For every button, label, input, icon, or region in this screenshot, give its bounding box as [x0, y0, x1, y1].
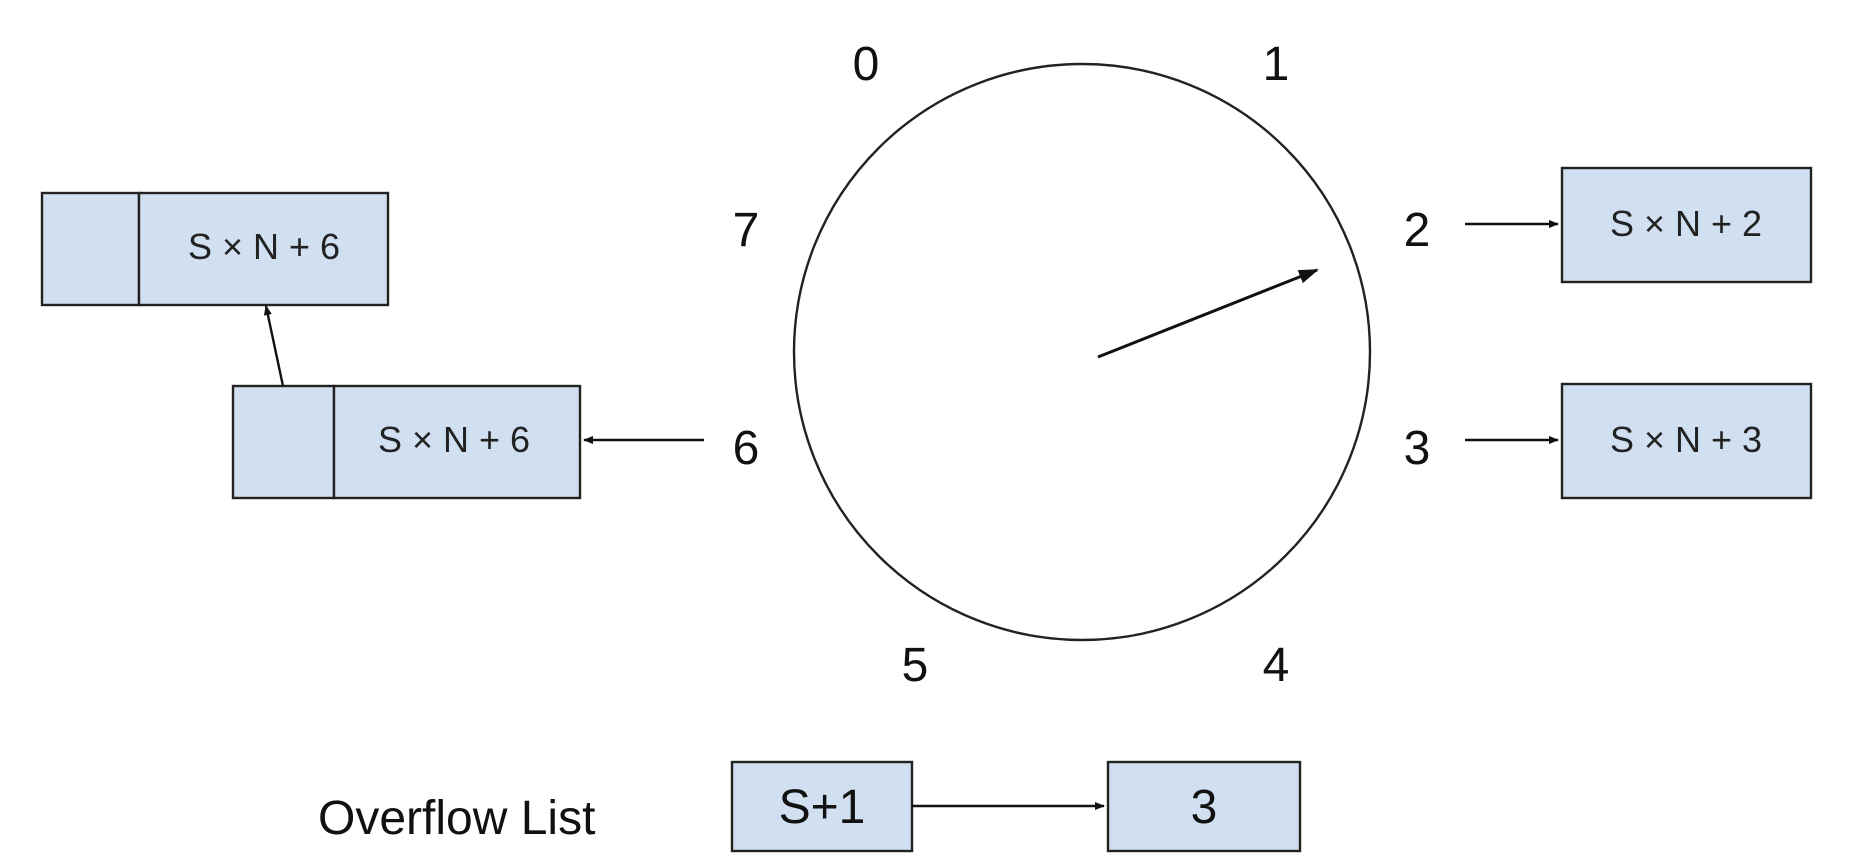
slot-3-bucket-node: [1560, 382, 1813, 500]
slot-6-first-node-value-cell: [332, 384, 582, 500]
wheel-pointer-arrow: [1097, 268, 1319, 359]
slot-2-bucket-node: [1560, 166, 1813, 284]
slot-6-first-node-pointer-cell: [231, 384, 336, 500]
slot-6-next-pointer-arrow: [263, 305, 285, 387]
slot-4-label: 4: [1263, 639, 1290, 692]
slot-6-label: 6: [733, 422, 760, 475]
wheel-circle: [792, 62, 1372, 642]
slot-7-label: 7: [733, 204, 760, 257]
slot-2-label: 2: [1404, 204, 1431, 257]
overflow-node-1-text: S+1: [779, 781, 866, 834]
slot-3-bucket-text: S × N + 3: [1610, 419, 1762, 460]
slot-5-label: 5: [902, 639, 929, 692]
slot-0-label: 0: [853, 38, 880, 91]
slot-6-second-node-pointer-cell: [40, 191, 141, 307]
slot-6-first-node-text: S × N + 6: [378, 419, 530, 460]
slot-1-label: 1: [1263, 38, 1290, 91]
overflow-node-1: [730, 760, 914, 853]
slot-6-second-node-value-cell: [137, 191, 390, 307]
overflow-node-2: [1106, 760, 1302, 853]
slot-6-second-node-text: S × N + 6: [188, 226, 340, 267]
slot-3-label: 3: [1404, 422, 1431, 475]
overflow-node-2-text: 3: [1191, 781, 1218, 834]
slot-2-bucket-text: S × N + 2: [1610, 203, 1762, 244]
overflow-list-label: Overflow List: [318, 792, 595, 845]
